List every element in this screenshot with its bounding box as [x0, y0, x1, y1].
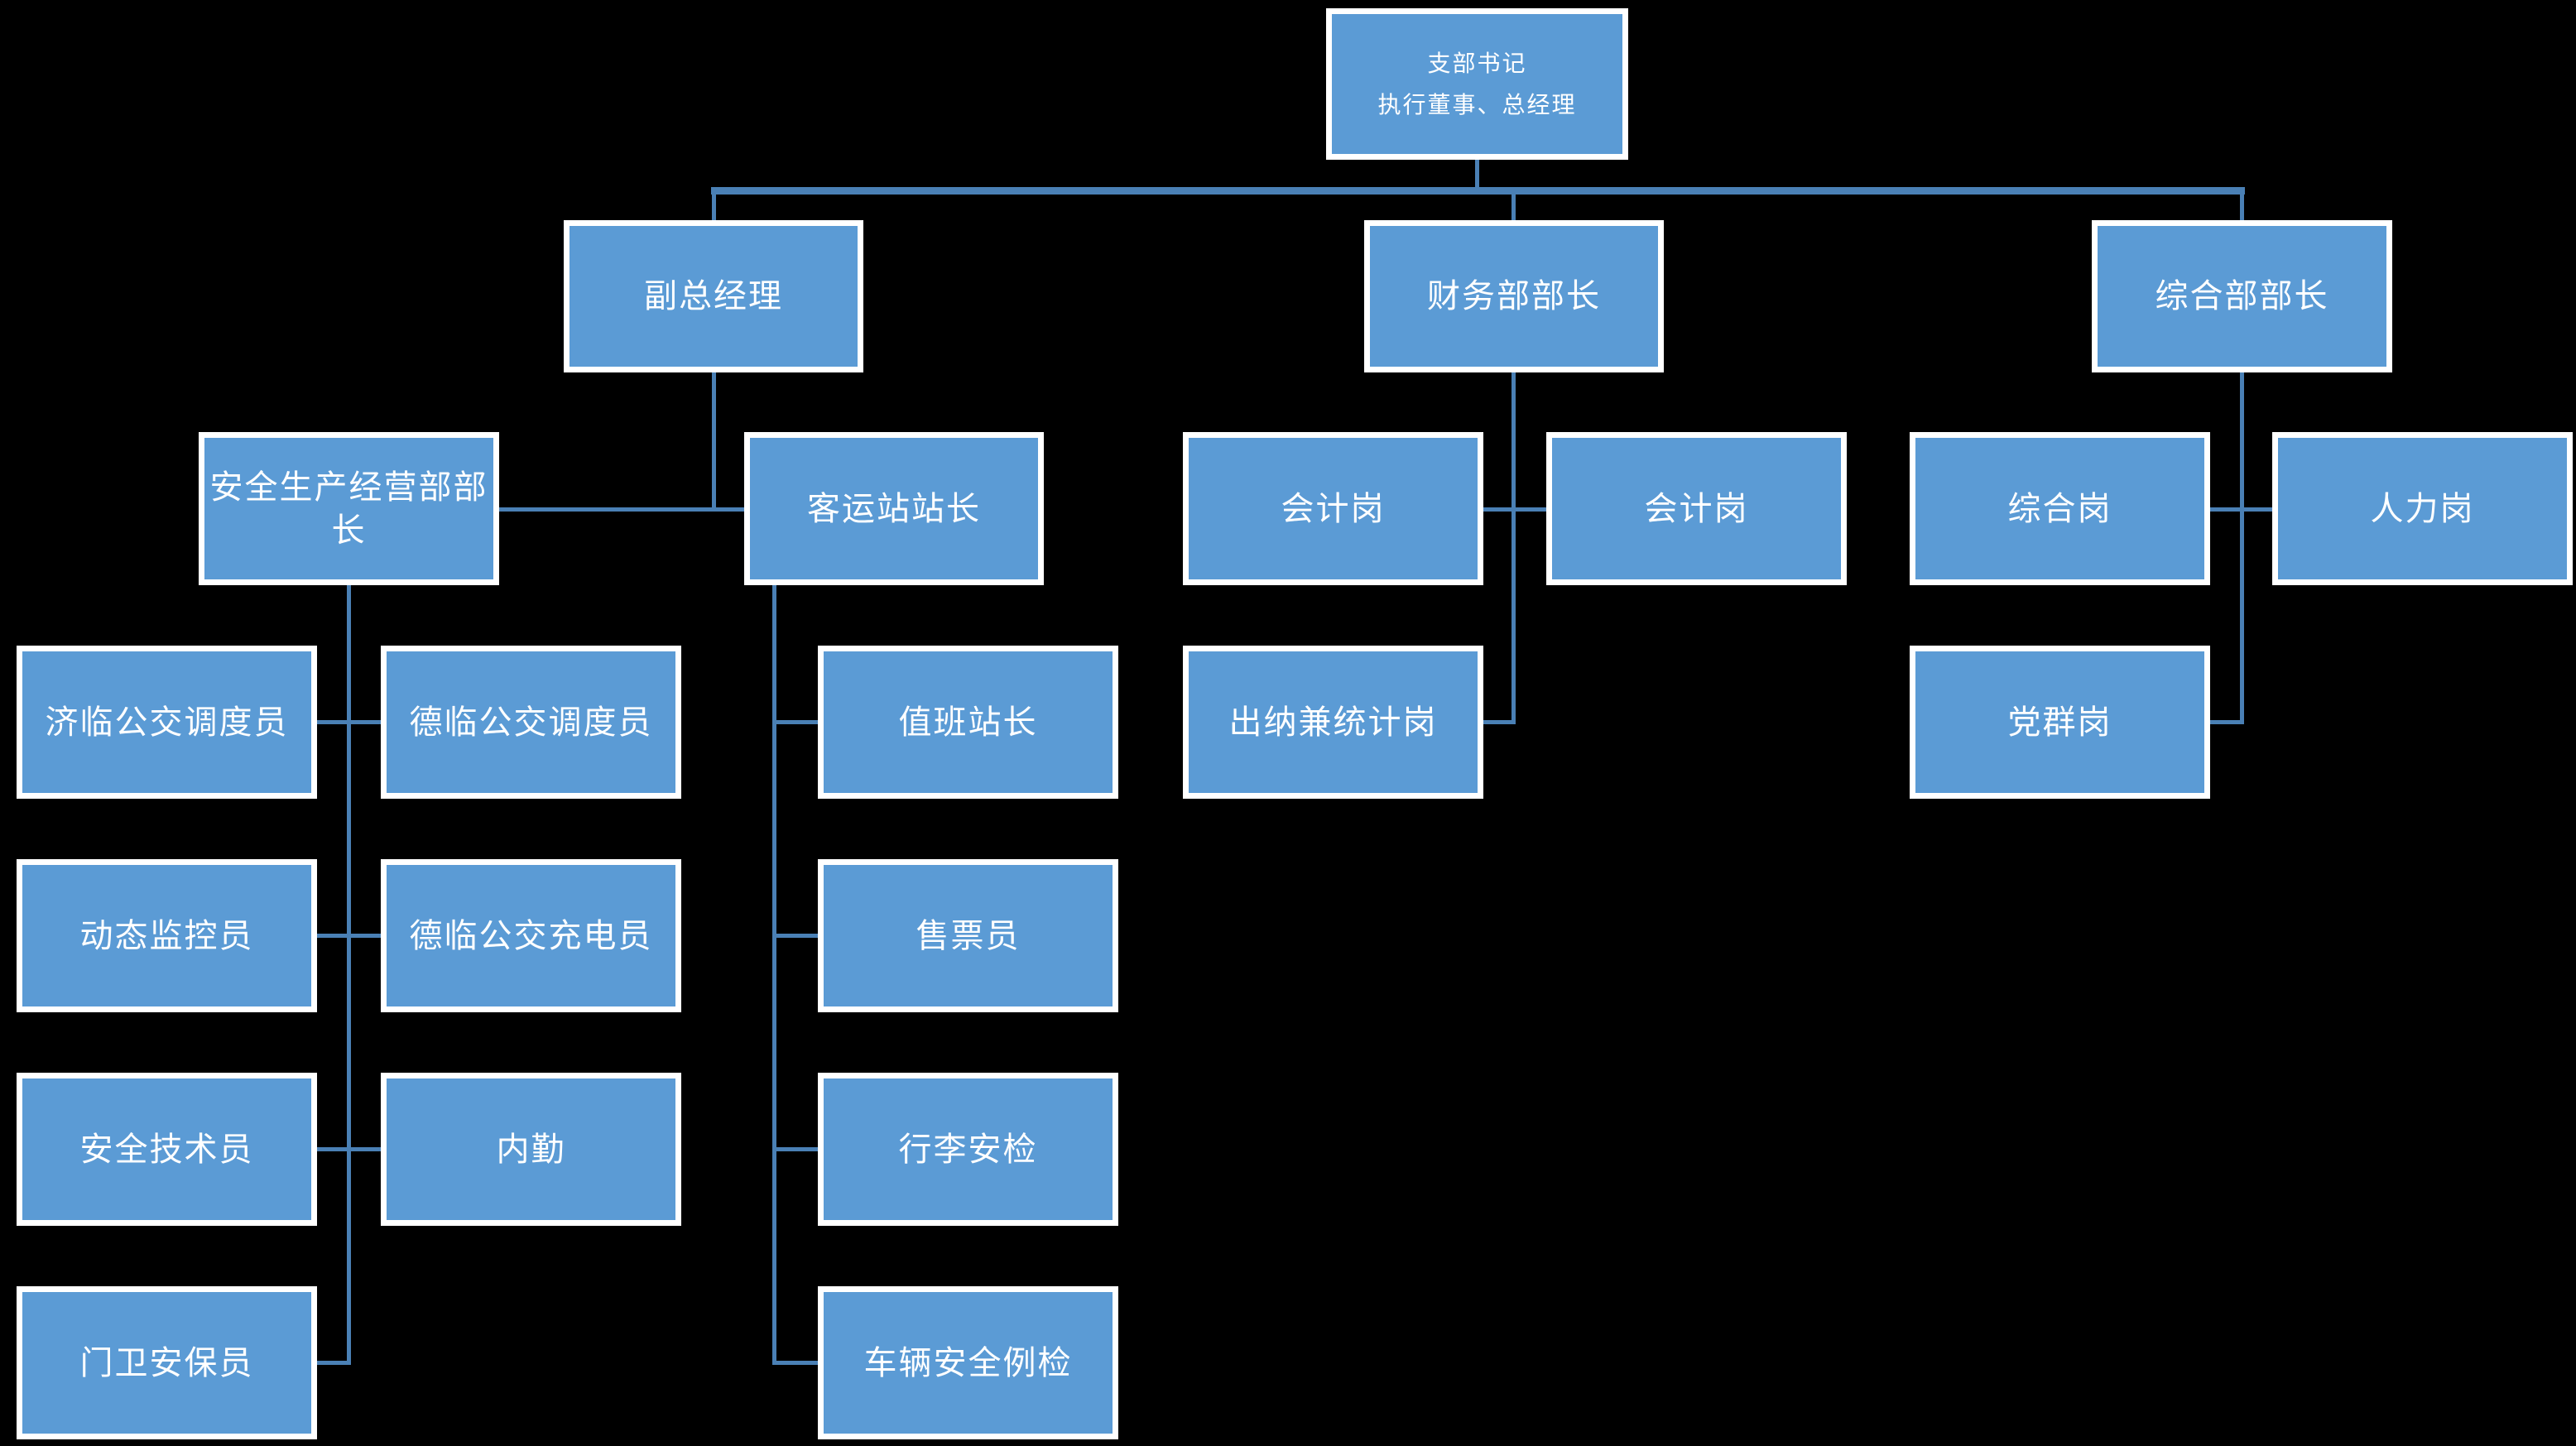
node-party-secretary-gm-line1: 支部书记	[1427, 50, 1527, 76]
connector-safety-stub-row4	[317, 720, 381, 724]
connector-drop-general-head	[2240, 190, 2244, 220]
connector-safety-vertical	[347, 585, 351, 1365]
connector-row3-left-horizontal	[499, 507, 744, 512]
node-gate-guard: 门卫安保员	[17, 1286, 317, 1439]
node-general-dept-head: 综合部部长	[2092, 220, 2392, 372]
node-bus-station-master: 客运站站长	[744, 432, 1044, 585]
connector-top-bus	[711, 187, 2245, 195]
connector-safety-stub-row6	[317, 1147, 381, 1151]
node-safety-production-head: 安全生产经营部部长	[199, 432, 499, 585]
connector-safety-stub-row5	[317, 934, 381, 938]
node-hr-post: 人力岗	[2272, 432, 2573, 585]
node-finance-dept-head: 财务部部长	[1364, 220, 1664, 372]
node-vehicle-safety-inspection: 车辆安全例检	[818, 1286, 1118, 1439]
connector-station-stub-row4	[772, 720, 818, 724]
connector-station-stub-row7	[772, 1361, 818, 1365]
connector-finance-vertical	[1511, 372, 1516, 724]
connector-finance-stub-row4	[1483, 720, 1516, 724]
connector-station-vertical	[772, 585, 776, 1365]
node-delin-bus-charger: 德临公交充电员	[381, 859, 681, 1012]
node-delin-bus-dispatcher: 德临公交调度员	[381, 646, 681, 799]
connector-deputy-gm-vertical	[712, 372, 716, 512]
node-duty-station-master: 值班站长	[818, 646, 1118, 799]
connector-finance-stub-row3	[1483, 507, 1546, 512]
node-luggage-security: 行李安检	[818, 1073, 1118, 1226]
connector-safety-stub-row7	[317, 1361, 351, 1365]
node-dynamic-monitor: 动态监控员	[17, 859, 317, 1012]
node-party-mass-post: 党群岗	[1910, 646, 2210, 799]
node-cashier-statistician: 出纳兼统计岗	[1183, 646, 1483, 799]
node-general-affairs-post: 综合岗	[1910, 432, 2210, 585]
connector-station-stub-row5	[772, 934, 818, 938]
connector-drop-finance-head	[1511, 190, 1516, 220]
node-safety-technician: 安全技术员	[17, 1073, 317, 1226]
node-party-secretary-gm-line2: 执行董事、总经理	[1377, 91, 1577, 118]
connector-general-vertical	[2240, 372, 2244, 724]
connector-general-stub-row4	[2210, 720, 2244, 724]
node-accountant-1: 会计岗	[1183, 432, 1483, 585]
node-accountant-2: 会计岗	[1546, 432, 1847, 585]
connector-drop-deputy-gm	[712, 190, 716, 220]
node-ticket-seller: 售票员	[818, 859, 1118, 1012]
connector-station-stub-row6	[772, 1147, 818, 1151]
connector-root-drop	[1475, 160, 1479, 193]
node-deputy-gm: 副总经理	[564, 220, 863, 372]
node-office-clerk: 内勤	[381, 1073, 681, 1226]
node-party-secretary-gm: 支部书记 执行董事、总经理	[1326, 8, 1628, 160]
node-jilin-bus-dispatcher: 济临公交调度员	[17, 646, 317, 799]
connector-general-stub-row3	[2210, 507, 2273, 512]
